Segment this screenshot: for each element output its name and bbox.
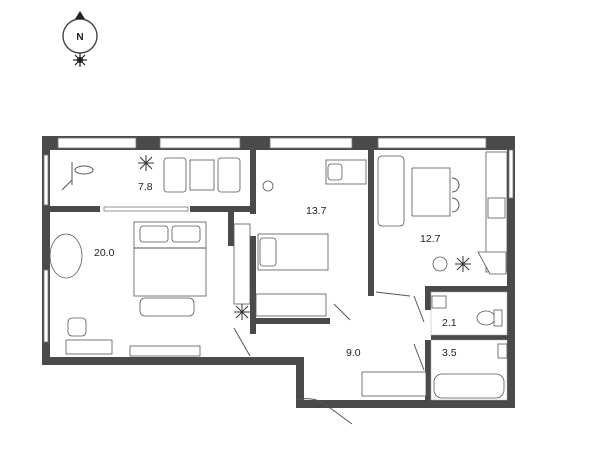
window-balcony-1 [57, 137, 137, 149]
washer [432, 256, 448, 272]
pillow-right [171, 225, 201, 243]
closet [255, 293, 327, 317]
room-area-toilet: 2.1 [442, 317, 457, 329]
toilet-tank [493, 309, 503, 327]
bathroom: 3.5 [430, 339, 508, 401]
desk [65, 339, 113, 355]
bedroom-1-door [233, 327, 251, 357]
pillow-left [139, 225, 169, 243]
hall-closet [361, 371, 427, 397]
balcony-furniture: 7.8 [61, 155, 241, 193]
compass-north-label: N [76, 32, 83, 43]
kitchen-furniture: 12.7 [377, 151, 508, 275]
windows [43, 137, 514, 343]
bath-sink [497, 343, 508, 359]
sun-icon [73, 53, 87, 67]
tv-stand [129, 345, 201, 357]
stove [487, 197, 506, 219]
toilet-room: 2.1 [430, 291, 508, 336]
bedroom-2-door [333, 303, 351, 321]
dining-table [411, 167, 451, 217]
window-balcony-side [43, 154, 49, 206]
room-area-balcony: 7.8 [138, 181, 153, 193]
north-arrow-icon [75, 11, 85, 19]
plant-icon [138, 155, 154, 171]
balcony-chair-left [163, 157, 187, 193]
bedroom-1-furniture: 20.0 [49, 221, 251, 357]
room-area-kitchen: 12.7 [420, 233, 441, 245]
bench [139, 297, 195, 317]
wardrobe [233, 223, 251, 305]
plant-icon [234, 304, 250, 320]
bathroom-door [413, 343, 425, 371]
hallway: 9.0 [233, 291, 427, 425]
window-kitchen [377, 137, 487, 149]
toy-icon [262, 180, 274, 192]
corner-sink [477, 251, 507, 275]
compass: N [62, 11, 98, 67]
room-area-bedroom-2: 13.7 [306, 205, 327, 217]
toilet-sink [431, 295, 447, 309]
dining-chair [451, 177, 460, 193]
window-balcony-2 [159, 137, 241, 149]
sofa [377, 155, 405, 227]
room-area-bathroom: 3.5 [442, 347, 457, 359]
desk-chair [67, 317, 87, 337]
toilet-door [413, 295, 425, 323]
armchair [49, 233, 83, 279]
balcony-table [189, 159, 215, 191]
bathtub [433, 373, 505, 399]
bedroom-2-furniture: 13.7 [255, 159, 367, 317]
window-bedroom-2 [269, 137, 353, 149]
plant-icon [455, 256, 471, 272]
kitchen-door [375, 291, 411, 297]
study-chair [327, 163, 343, 181]
dining-chair [451, 197, 460, 213]
toilet-bowl [476, 310, 496, 326]
room-area-bedroom-1: 20.0 [94, 247, 115, 259]
balcony-chair-right [217, 157, 241, 193]
entry-door [321, 401, 353, 425]
room-area-hallway: 9.0 [346, 347, 361, 359]
drying-rack-icon [61, 162, 94, 191]
interior-walls [50, 150, 507, 400]
window-kitchen-side [508, 149, 514, 199]
window-bedroom-1 [43, 269, 49, 343]
bed-pillow [259, 237, 277, 267]
